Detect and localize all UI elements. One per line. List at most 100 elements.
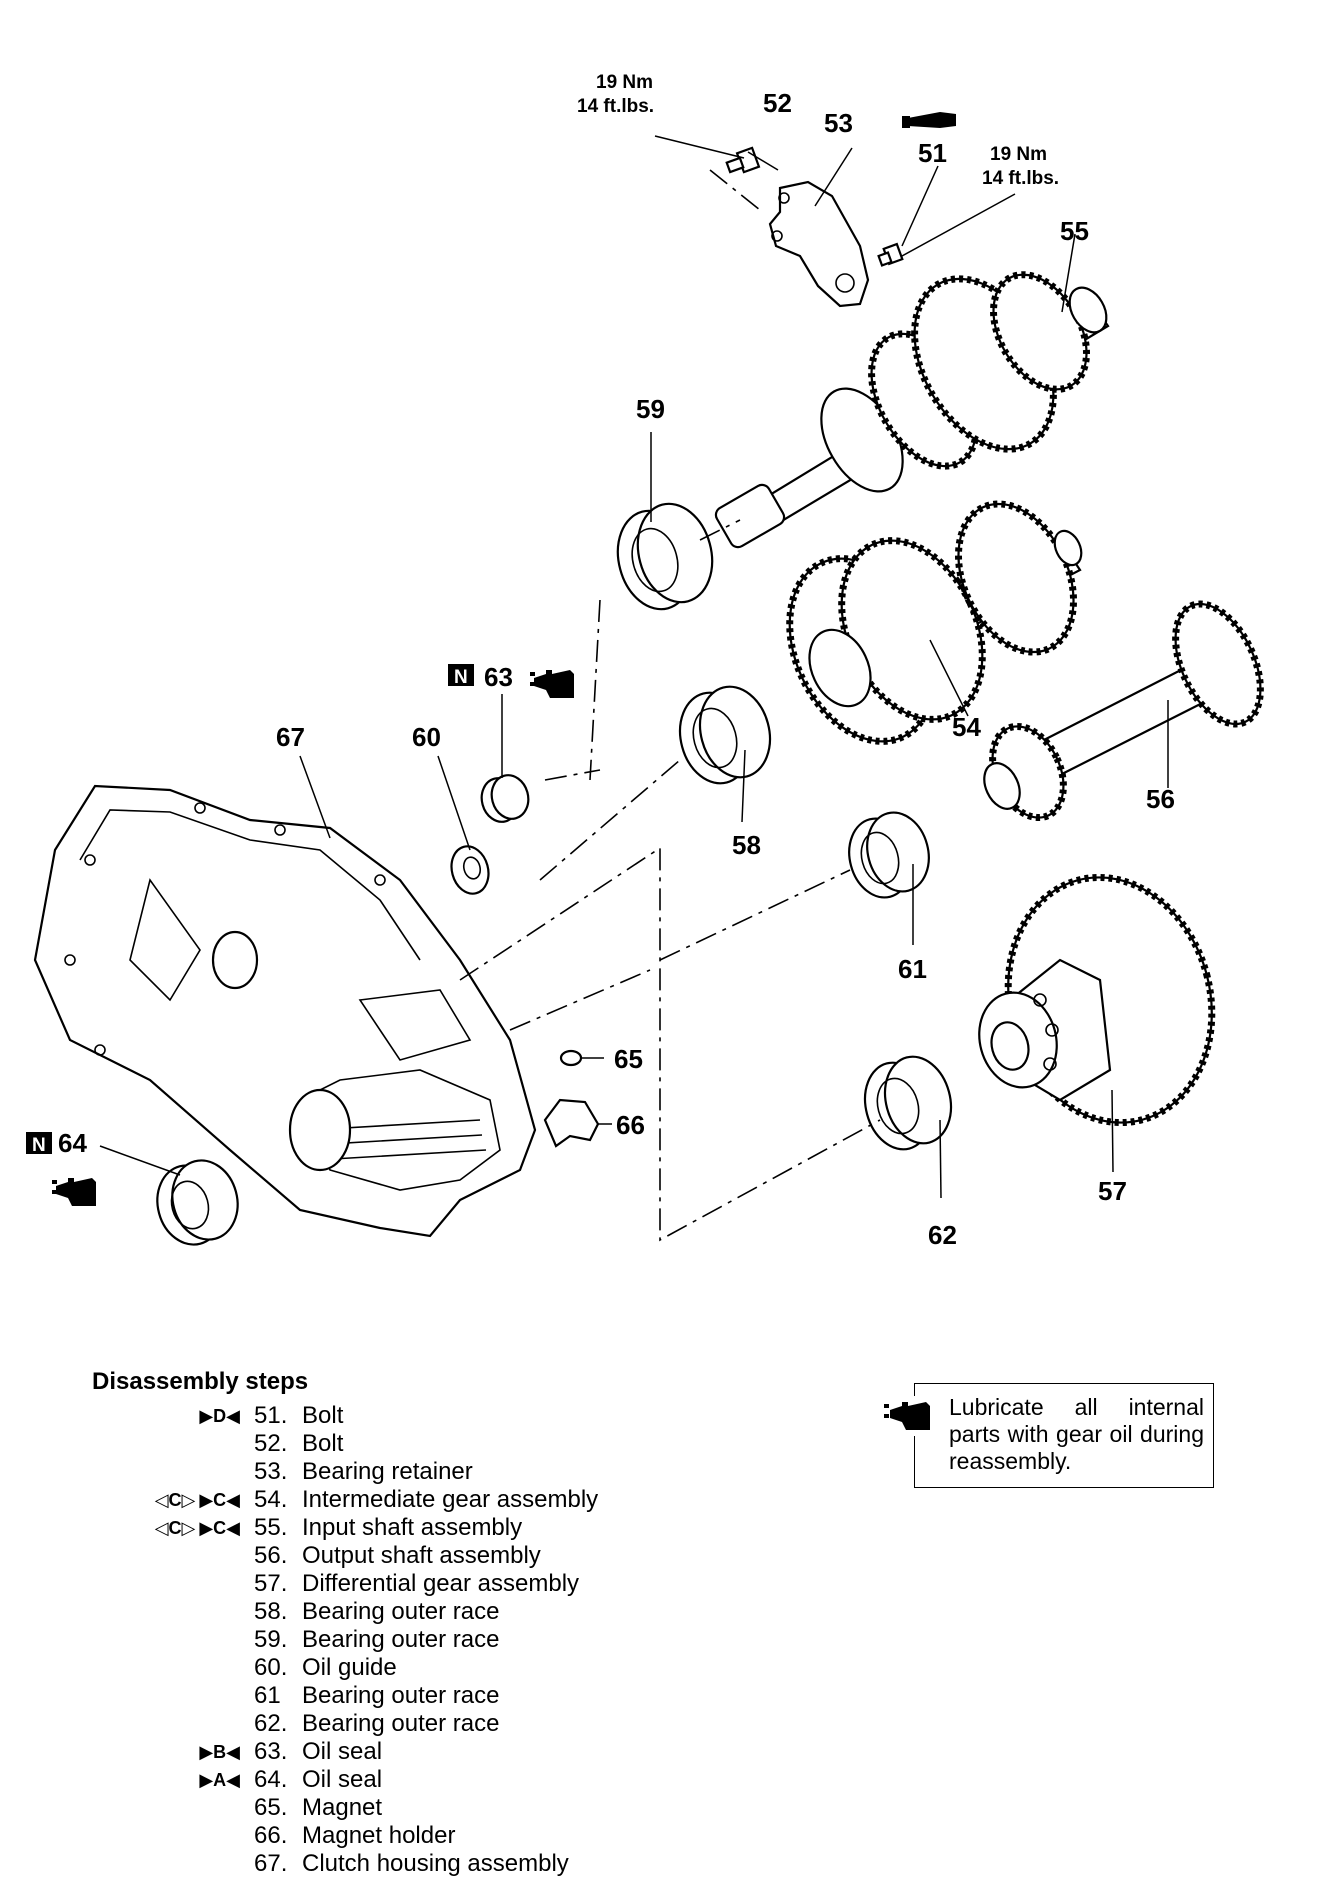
step-number: 67. bbox=[254, 1850, 288, 1877]
step-label: Differential gear assembly bbox=[302, 1570, 580, 1597]
step-row: 56. Output shaft assembly bbox=[92, 1542, 792, 1570]
sealant-tube-icon bbox=[902, 112, 956, 128]
bearing-outer-race-59-shape bbox=[616, 502, 714, 611]
step-number: 65. bbox=[254, 1794, 288, 1821]
step-row: 60.Oil guide bbox=[92, 1654, 792, 1682]
callout-59: 59 bbox=[636, 394, 665, 424]
step-label: Bolt bbox=[302, 1430, 344, 1457]
step-row: ▶D◀ 51. Bolt bbox=[92, 1402, 792, 1430]
step-row: 58.Bearing outer race bbox=[92, 1598, 792, 1626]
step-label: Bearing outer race bbox=[302, 1598, 500, 1625]
gear-oil-can-icon bbox=[530, 670, 574, 698]
step-row: 52. Bolt bbox=[92, 1430, 792, 1458]
step-service-marks: ◁C▷▶C◀ bbox=[92, 1490, 254, 1511]
service-mark: ▶B◀ bbox=[199, 1741, 240, 1762]
callout-53: 53 bbox=[824, 108, 853, 138]
step-label: Bearing retainer bbox=[302, 1458, 473, 1485]
oil-guide-60-shape bbox=[450, 845, 490, 895]
callout-60: 60 bbox=[412, 722, 441, 752]
step-number: 54. bbox=[254, 1486, 288, 1513]
step-service-marks: ▶B◀ bbox=[92, 1742, 254, 1763]
lubricate-note-text: Lubricate all internal parts with gear o… bbox=[949, 1394, 1204, 1474]
callout-61: 61 bbox=[898, 954, 927, 984]
step-label: Input shaft assembly bbox=[302, 1514, 523, 1541]
step-label: Bearing outer race bbox=[302, 1710, 500, 1737]
step-row: 65. Magnet bbox=[92, 1794, 792, 1822]
callout-55: 55 bbox=[1060, 216, 1089, 246]
step-number: 61 bbox=[254, 1682, 281, 1709]
step-number: 64. bbox=[254, 1766, 288, 1793]
callout-67: 67 bbox=[276, 722, 305, 752]
step-row: ◁C▷▶C◀54.Intermediate gear assembly bbox=[92, 1486, 792, 1514]
step-row: ◁C▷▶C◀55.Input shaft assembly bbox=[92, 1514, 792, 1542]
torque-label-right-line1: 19 Nm bbox=[990, 144, 1047, 165]
step-label: Magnet holder bbox=[302, 1822, 456, 1849]
service-mark: ▶D◀ bbox=[199, 1405, 240, 1426]
gear-oil-can-icon bbox=[52, 1178, 96, 1206]
gear-oil-can-icon bbox=[882, 1396, 938, 1436]
step-label: Oil guide bbox=[302, 1654, 397, 1681]
svg-text:N: N bbox=[454, 667, 468, 688]
callout-66: 66 bbox=[616, 1110, 645, 1140]
service-mark: ◁C▷ bbox=[154, 1517, 196, 1538]
bearing-outer-race-58-shape bbox=[678, 685, 772, 785]
bolt-51-shape bbox=[877, 242, 904, 267]
output-shaft-56-shape bbox=[983, 600, 1264, 822]
intermediate-gear-54-shape bbox=[786, 500, 1083, 745]
step-number: 57. bbox=[254, 1570, 288, 1597]
step-number: 51. bbox=[254, 1402, 288, 1429]
step-number: 63. bbox=[254, 1738, 288, 1765]
step-number: 56. bbox=[254, 1542, 288, 1569]
callout-51: 51 bbox=[918, 138, 947, 168]
step-row: 59. Bearing outer race bbox=[92, 1626, 792, 1654]
step-service-marks: ◁C▷▶C◀ bbox=[92, 1518, 254, 1539]
step-row: 67. Clutch housing assembly bbox=[92, 1850, 792, 1878]
step-label: Clutch housing assembly bbox=[302, 1850, 569, 1877]
step-label: Bearing outer race bbox=[302, 1626, 500, 1653]
step-row: 53. Bearing retainer bbox=[92, 1458, 792, 1486]
step-label: Oil seal bbox=[302, 1738, 383, 1765]
step-number: 59. bbox=[254, 1626, 288, 1653]
step-row: ▶A◀ 64. Oil seal bbox=[92, 1766, 792, 1794]
step-label: Oil seal bbox=[302, 1766, 383, 1793]
torque-label-left-line1: 19 Nm bbox=[596, 72, 653, 93]
disassembly-steps-title: Disassembly steps bbox=[92, 1368, 309, 1395]
service-mark: ▶A◀ bbox=[199, 1769, 240, 1790]
step-row: 62.Bearing outer race bbox=[92, 1710, 792, 1738]
input-shaft-55-shape bbox=[714, 271, 1110, 549]
bolt-52-shape bbox=[725, 146, 761, 174]
new-part-badge-icon: N bbox=[26, 1132, 52, 1156]
step-number: 53. bbox=[254, 1458, 288, 1485]
magnet-65-shape bbox=[559, 1049, 583, 1067]
bearing-outer-race-61-shape bbox=[848, 811, 930, 899]
step-row: 57. Differential gear assembly bbox=[92, 1570, 792, 1598]
service-mark: ◁C▷ bbox=[154, 1489, 196, 1510]
step-service-marks: ▶A◀ bbox=[92, 1770, 254, 1791]
step-service-marks: ▶D◀ bbox=[92, 1406, 254, 1427]
torque-label-left-line2: 14 ft.lbs. bbox=[577, 96, 654, 117]
callout-62: 62 bbox=[928, 1220, 957, 1250]
step-label: Magnet bbox=[302, 1794, 383, 1821]
callout-57: 57 bbox=[1098, 1176, 1127, 1206]
bearing-retainer-53-shape bbox=[768, 180, 870, 308]
step-label: Output shaft assembly bbox=[302, 1542, 541, 1569]
service-mark: ▶C◀ bbox=[199, 1517, 240, 1538]
service-mark: ▶C◀ bbox=[199, 1489, 240, 1510]
exploded-transaxle-diagram: 19 Nm 14 ft.lbs. 19 Nm 14 ft.lbs. bbox=[26, 72, 1264, 1250]
step-label: Intermediate gear assembly bbox=[302, 1486, 599, 1513]
callout-58: 58 bbox=[732, 830, 761, 860]
bearing-outer-race-62-shape bbox=[863, 1055, 953, 1151]
callout-64: 64 bbox=[58, 1128, 87, 1158]
torque-label-right-line2: 14 ft.lbs. bbox=[982, 168, 1059, 189]
step-number: 52. bbox=[254, 1430, 288, 1457]
disassembly-steps: Disassembly steps ▶D◀ 51. Bolt 52. Bolt 53. Be… bbox=[92, 1368, 792, 1878]
new-part-badge-icon: N bbox=[448, 664, 474, 688]
step-row: ▶B◀ 63. Oil seal bbox=[92, 1738, 792, 1766]
differential-gear-57-shape bbox=[978, 873, 1216, 1127]
callout-54: 54 bbox=[952, 712, 981, 742]
step-label: Bolt bbox=[302, 1402, 344, 1429]
step-number: 55. bbox=[254, 1514, 288, 1541]
callout-52: 52 bbox=[763, 88, 792, 118]
